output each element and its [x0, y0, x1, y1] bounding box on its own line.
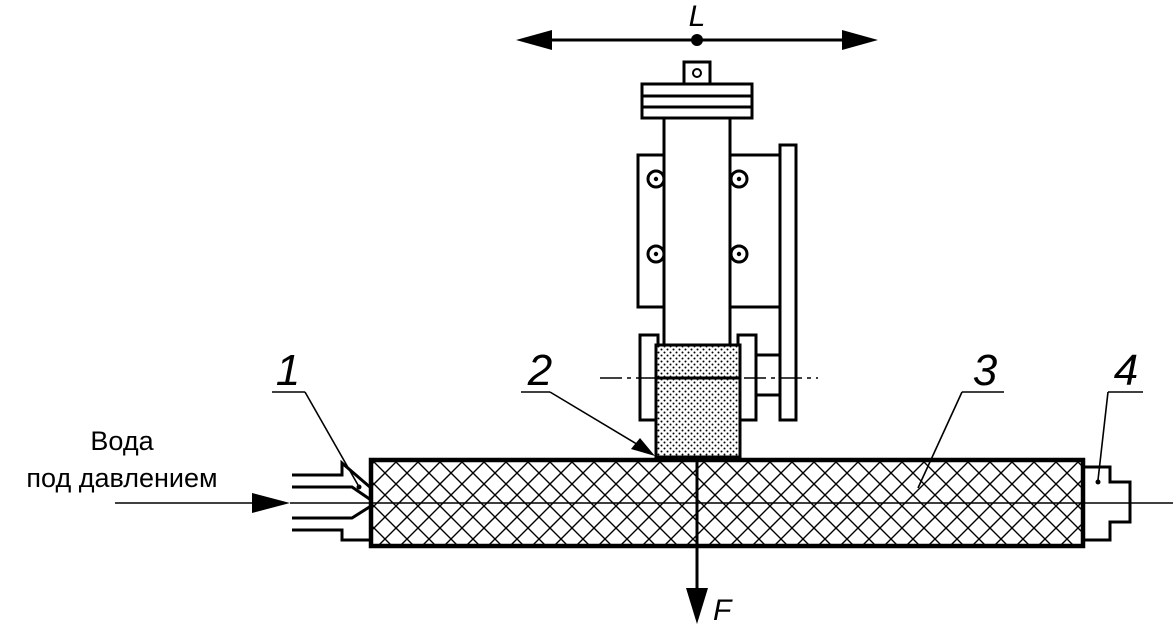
part-label-2: 2	[527, 346, 552, 395]
part-label-1: 1	[276, 346, 300, 395]
water-label-line2: под давлением	[26, 463, 217, 493]
indenter-tip	[654, 343, 742, 459]
leader-lines	[272, 391, 1143, 489]
part-label-4: 4	[1114, 346, 1138, 395]
water-inlet-arrow	[115, 493, 290, 513]
left-fitting	[292, 459, 372, 542]
force-arrow	[686, 460, 708, 624]
motion-label: L	[689, 0, 706, 33]
motion-arrow	[516, 30, 878, 50]
vertical-rod	[662, 116, 732, 348]
right-fitting	[1083, 465, 1132, 542]
part-label-3: 3	[973, 346, 998, 395]
tool-holder	[600, 333, 818, 459]
force-label: F	[713, 594, 733, 626]
water-label-line1: Вода	[90, 426, 154, 456]
top-cap	[640, 60, 754, 120]
